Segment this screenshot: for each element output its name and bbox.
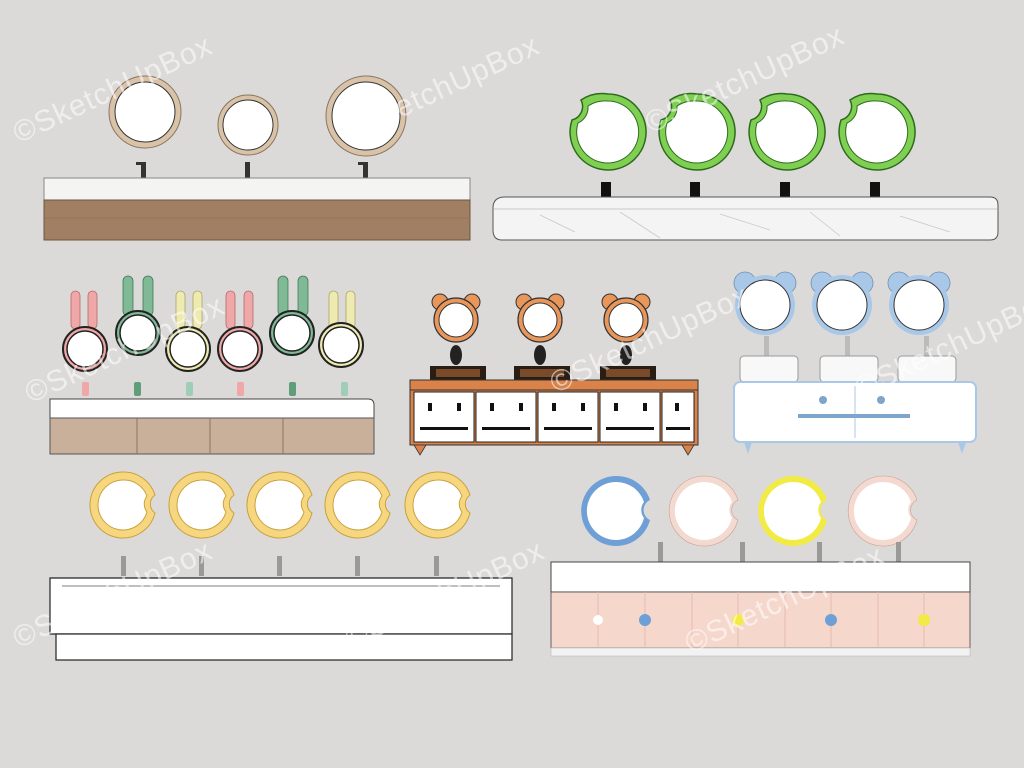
faucet <box>121 556 126 576</box>
bunny-mirror <box>269 275 315 356</box>
faucet <box>289 382 296 396</box>
moon-mirror <box>404 471 471 539</box>
marble-vanity-moon-mirrors <box>492 92 999 241</box>
bunny-vanity <box>49 275 375 455</box>
bunny-mirror <box>165 290 211 372</box>
round-mirror <box>325 75 407 157</box>
faucet <box>358 162 368 178</box>
faucet <box>870 182 880 198</box>
moon-mirror <box>246 471 313 539</box>
moon-mirror <box>758 475 827 546</box>
moon-mirror <box>668 475 739 547</box>
faucet <box>136 162 146 178</box>
basin <box>819 355 879 383</box>
bunny-mirror <box>318 290 364 368</box>
round-mirror <box>108 75 182 149</box>
moon-mirror <box>838 92 916 171</box>
faucet <box>845 336 850 356</box>
moon-mirror <box>324 471 391 539</box>
round-mirror <box>217 94 279 156</box>
faucet <box>690 182 700 198</box>
moon-mirror <box>847 475 918 547</box>
faucet <box>134 382 141 396</box>
moon-mirror <box>89 471 156 539</box>
basin <box>739 355 799 383</box>
drawer-faces <box>420 403 690 430</box>
cabinet-plinth <box>550 647 971 657</box>
faucet <box>780 182 790 198</box>
countertop <box>550 561 971 593</box>
faucet <box>245 162 250 178</box>
faucet <box>740 542 745 562</box>
faucet <box>82 382 89 396</box>
faucet <box>277 556 282 576</box>
faucet <box>186 382 193 396</box>
bear-mirror <box>431 293 481 365</box>
pink-cabinet <box>550 591 971 649</box>
faucet <box>341 382 348 396</box>
wood-cabinet <box>49 417 375 455</box>
bunny-mirror <box>62 290 108 372</box>
pink-vanity-moon-mirrors <box>550 475 971 657</box>
cabinet-knob <box>639 614 651 626</box>
faucet <box>817 542 822 562</box>
moon-mirror <box>581 475 650 546</box>
faucet <box>237 382 244 396</box>
bear-mirror <box>810 271 874 335</box>
faucet <box>601 182 611 198</box>
wood-cabinet <box>43 199 471 241</box>
faucet <box>896 542 901 562</box>
yellow-moon-trough <box>49 471 513 661</box>
moon-mirror <box>658 92 736 171</box>
moon-mirror <box>168 471 235 539</box>
faucet <box>434 556 439 576</box>
marble-counter <box>492 196 999 241</box>
cabinet-knob <box>918 614 930 626</box>
moon-mirror <box>748 92 826 171</box>
countertop <box>43 177 471 201</box>
faucet <box>199 556 204 576</box>
bunny-mirror <box>115 275 161 356</box>
wood-vanity-round-mirrors <box>43 75 471 241</box>
trough-base <box>55 633 513 661</box>
countertop <box>49 398 375 419</box>
basin <box>897 355 957 383</box>
faucet <box>355 556 360 576</box>
bear-vanity <box>409 293 699 456</box>
cabinet-knob <box>593 615 603 625</box>
cabinet-knob <box>825 614 837 626</box>
bear-mirror <box>515 293 565 365</box>
faucet <box>764 336 769 356</box>
faucet <box>924 336 929 356</box>
moon-mirror <box>569 92 647 171</box>
cabinet-knob <box>732 614 744 626</box>
trough-sink <box>49 577 513 635</box>
blue-bear-vanity <box>733 271 977 454</box>
bear-mirror <box>887 271 951 335</box>
bear-mirror <box>733 271 797 335</box>
cabinet-top <box>409 379 699 391</box>
drawer-fronts <box>413 391 695 443</box>
bear-mirror <box>601 293 651 365</box>
faucet <box>658 542 663 562</box>
bunny-mirror <box>217 290 263 372</box>
